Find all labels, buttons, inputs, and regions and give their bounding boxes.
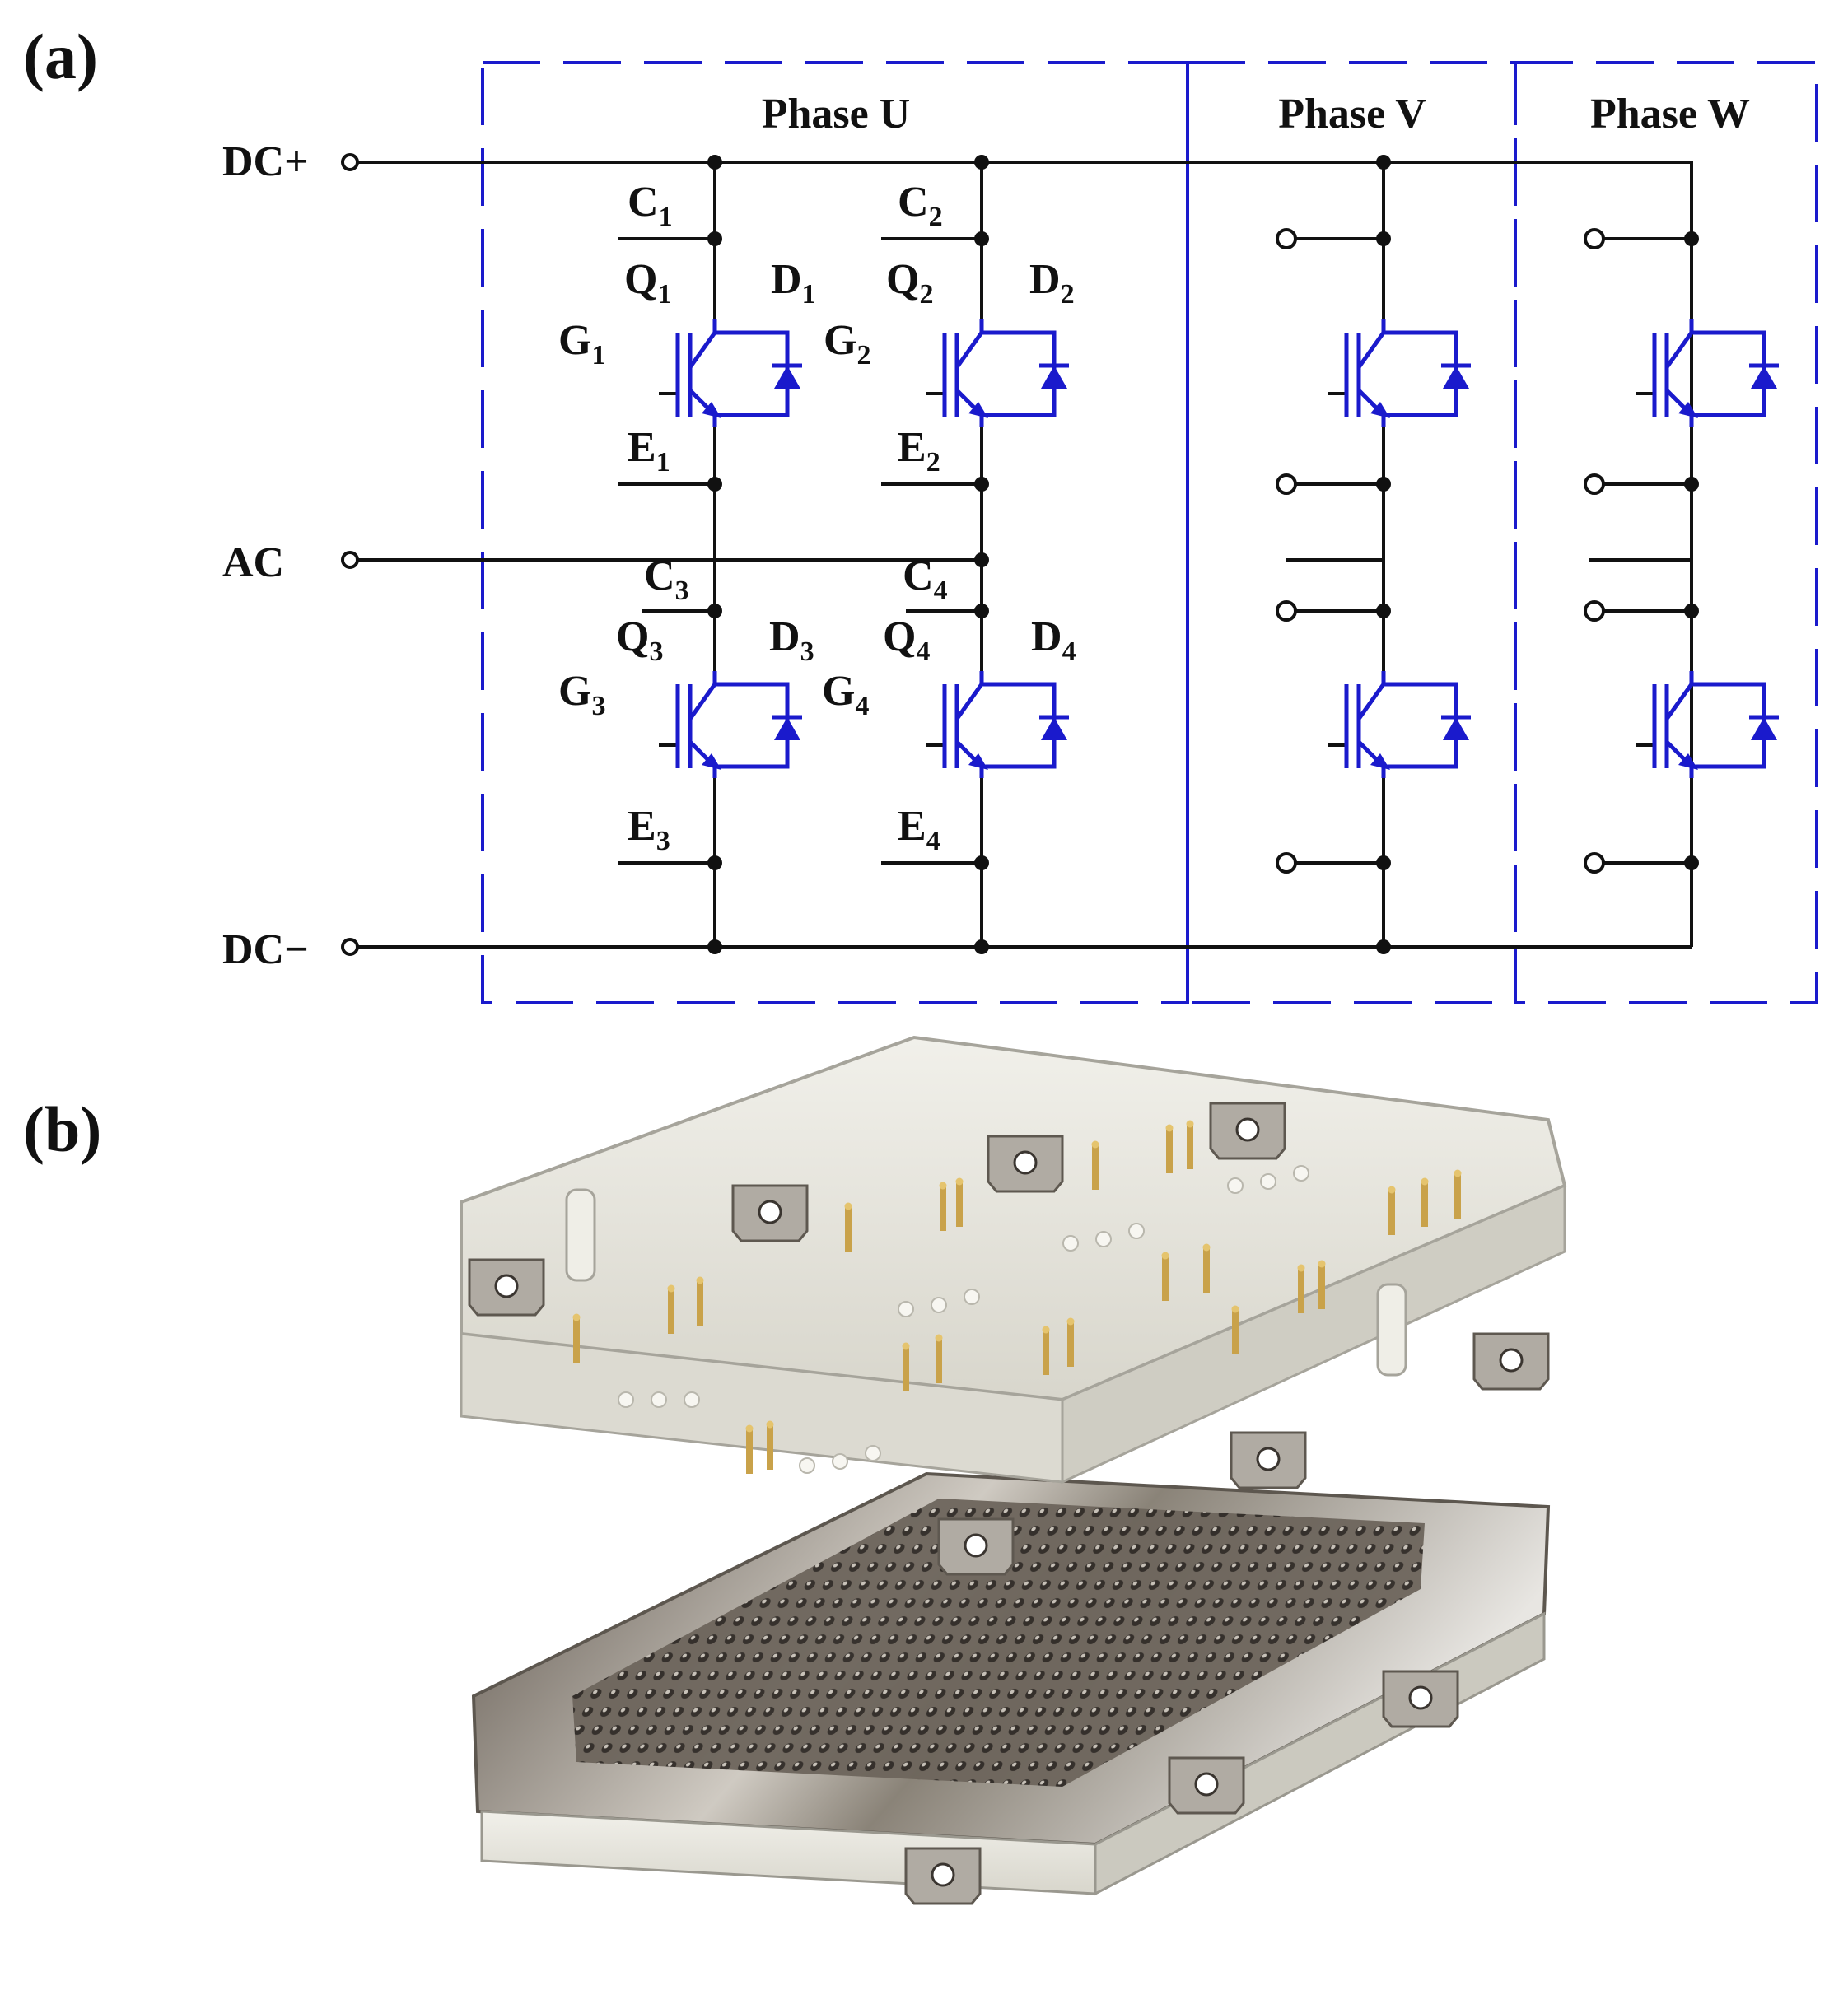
dc-minus-terminal	[341, 938, 359, 956]
svg-text:C1: C1	[628, 179, 673, 232]
phase-v-leg	[1276, 155, 1471, 954]
phase-u-label: Phase U	[762, 91, 911, 138]
svg-text:E4: E4	[898, 803, 940, 856]
phase-w-label: Phase W	[1590, 91, 1750, 138]
svg-text:D2: D2	[1029, 256, 1075, 310]
phase-v-frame	[1186, 61, 1517, 1004]
phase-u-frame	[481, 61, 1189, 1004]
labels-q2: C2 Q2 G2 D2 E2	[824, 179, 1075, 478]
dc-minus-label: DC−	[222, 926, 309, 973]
svg-text:D4: D4	[1031, 613, 1076, 667]
igbt-q4	[926, 671, 1069, 778]
svg-text:E1: E1	[628, 424, 670, 478]
svg-text:D1: D1	[771, 256, 816, 310]
pin-fin-array	[572, 1499, 1425, 1787]
igbt-q2	[926, 319, 1069, 427]
svg-text:Q2: Q2	[886, 256, 933, 310]
ac-label: AC	[222, 539, 284, 586]
ac-terminal	[341, 551, 359, 569]
igbt-q1	[659, 319, 802, 427]
svg-text:G4: G4	[822, 668, 869, 721]
dc-plus-label: DC+	[222, 138, 309, 185]
svg-text:D3: D3	[769, 613, 814, 667]
phase-w-frame	[1514, 61, 1818, 1004]
svg-text:C4: C4	[903, 552, 948, 606]
svg-text:E3: E3	[628, 803, 670, 856]
junction-dots-u	[707, 155, 989, 954]
svg-text:Q1: Q1	[624, 256, 671, 310]
dc-plus-bus	[357, 161, 1693, 947]
igbt-q3	[659, 671, 802, 778]
svg-text:Q3: Q3	[616, 613, 663, 667]
panel-a-tag: (a)	[23, 21, 98, 92]
svg-text:E2: E2	[898, 424, 940, 478]
panel-b-tag: (b)	[23, 1093, 101, 1165]
power-module-render	[460, 1035, 1567, 1905]
phase-w-leg	[1584, 162, 1779, 947]
svg-text:C2: C2	[898, 179, 943, 232]
svg-text:C3: C3	[644, 552, 689, 606]
svg-text:G1: G1	[558, 317, 605, 371]
svg-text:Q4: Q4	[883, 613, 930, 667]
dc-plus-terminal	[341, 153, 359, 171]
labels-q4: C4 Q4 G4 D4 E4	[822, 552, 1076, 856]
labels-q3: C3 Q3 G3 D3 E3	[558, 552, 814, 856]
phase-v-label: Phase V	[1278, 91, 1426, 138]
svg-text:G3: G3	[558, 668, 605, 721]
svg-text:G2: G2	[824, 317, 870, 371]
labels-q1: C1 Q1 G1 D1 E1	[558, 179, 816, 478]
